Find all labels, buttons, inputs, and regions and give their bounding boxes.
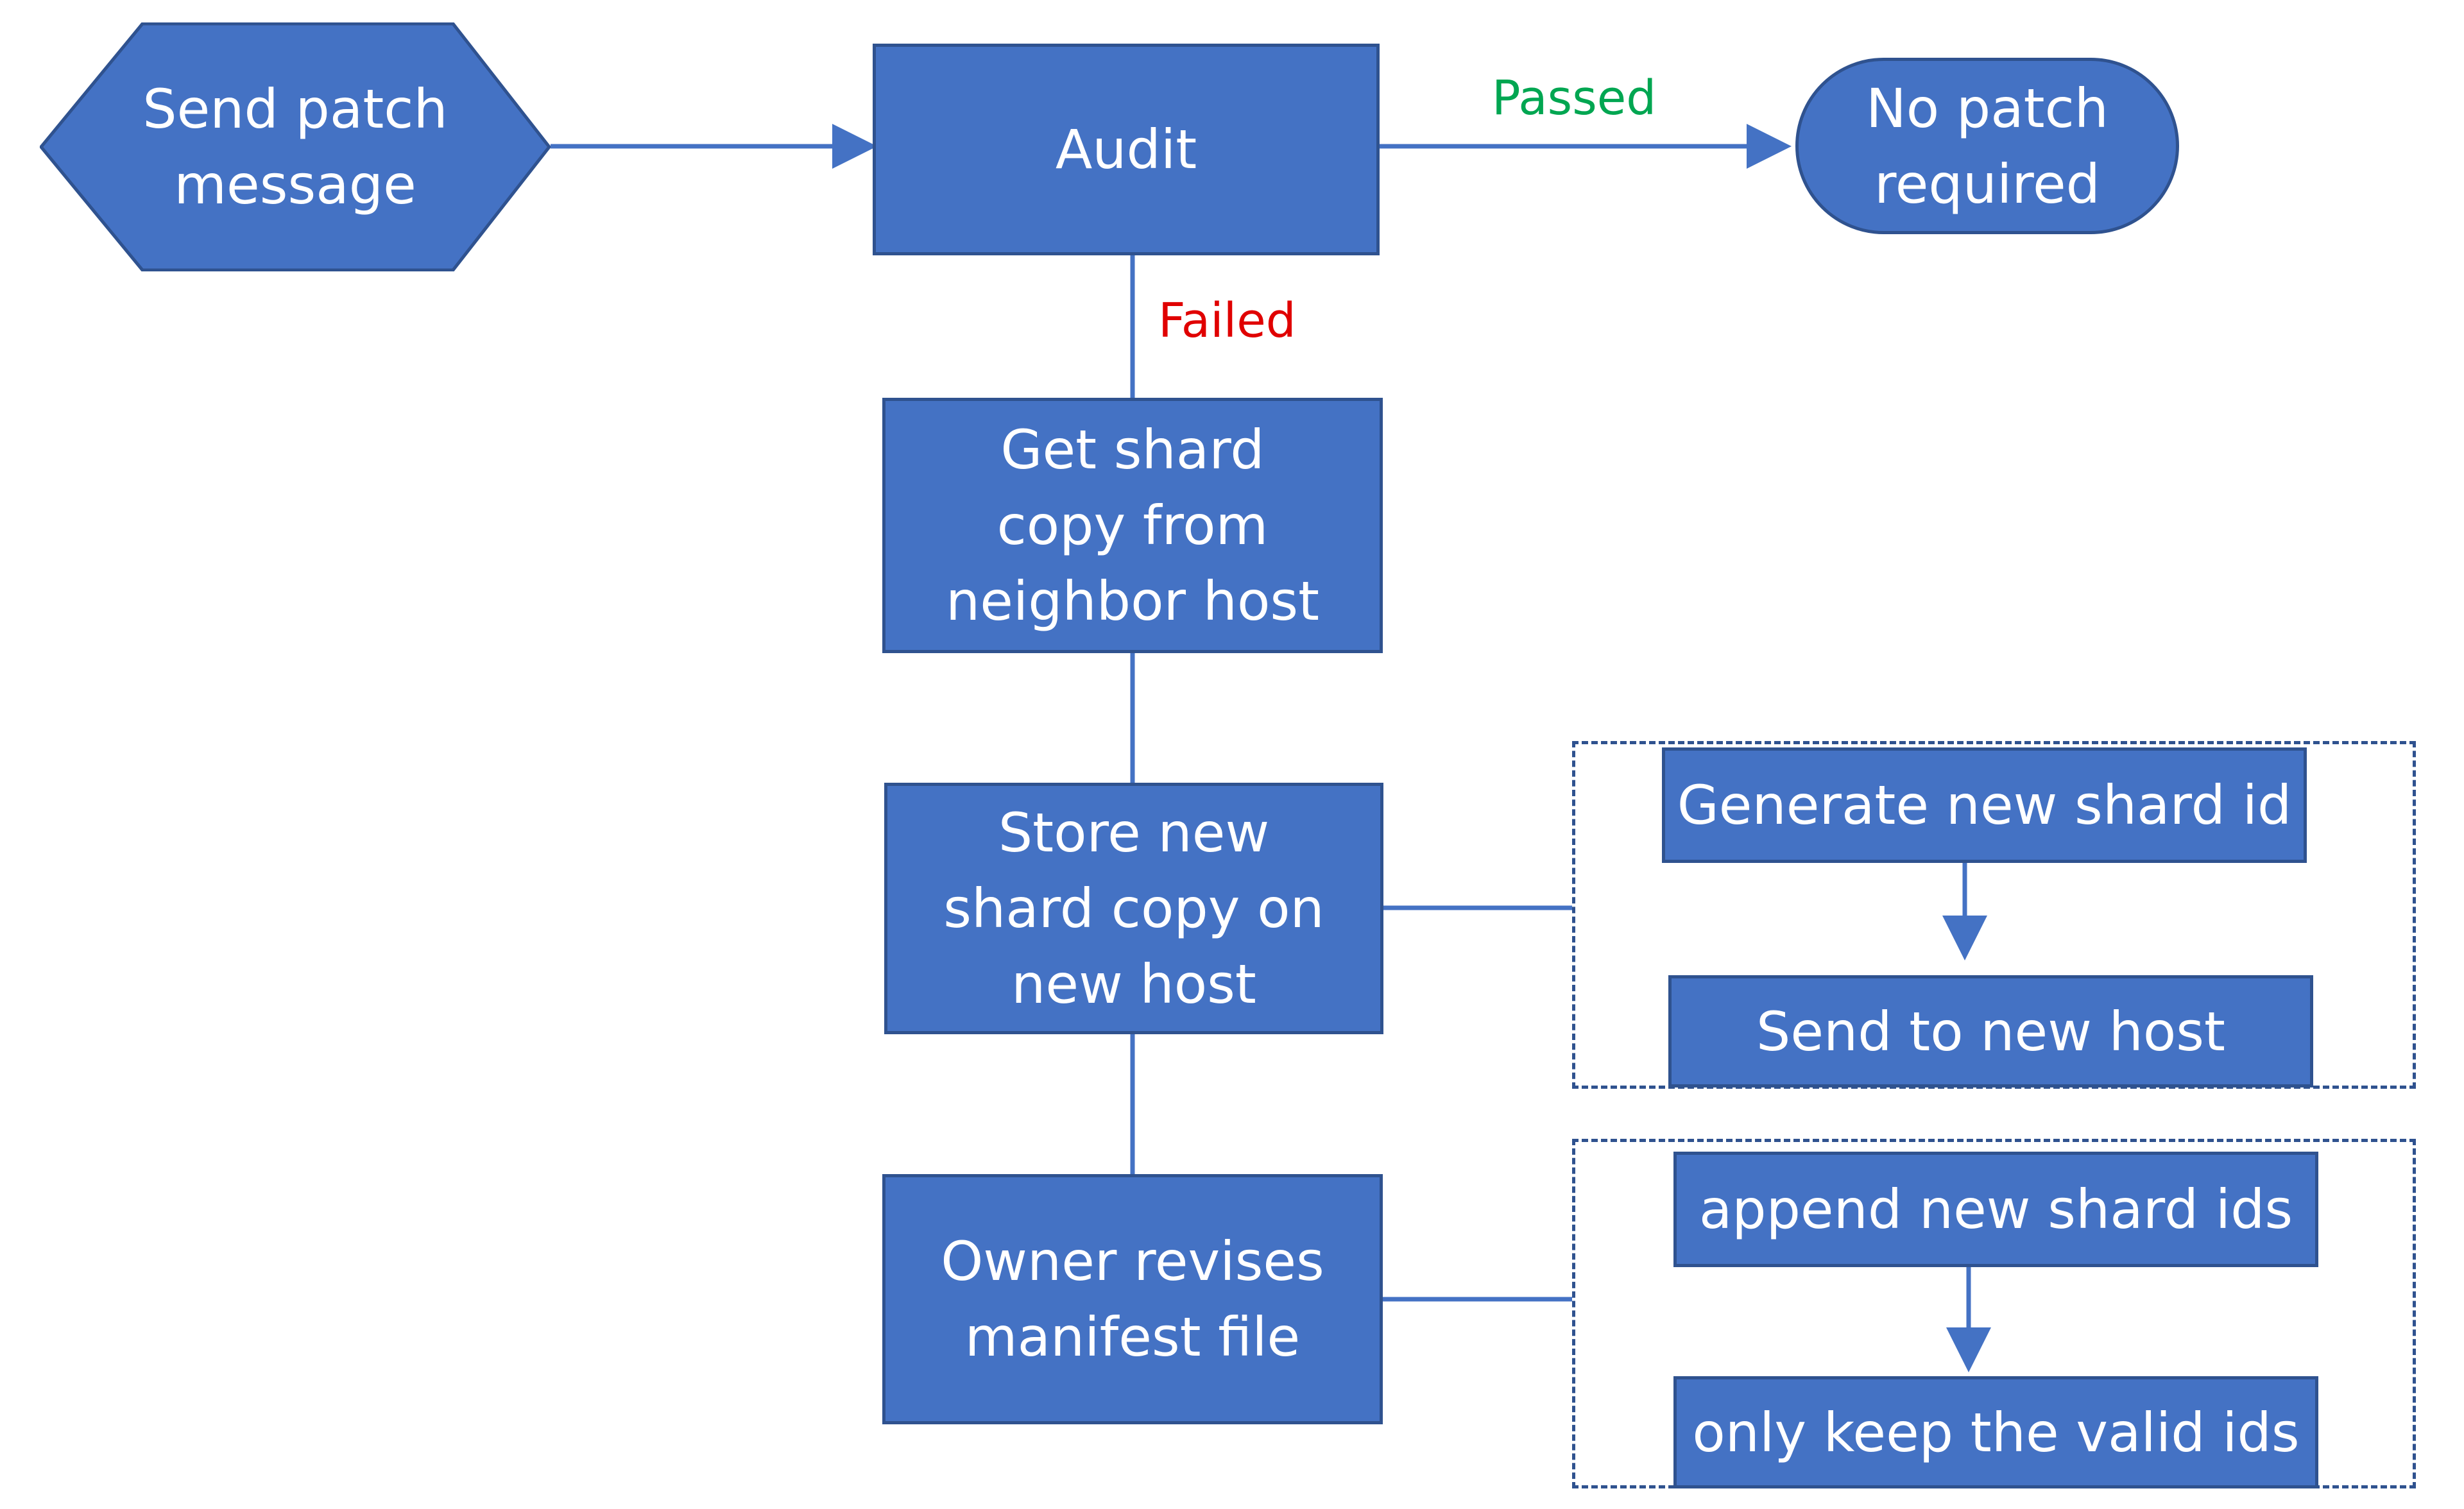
node-owner-revises-manifest: Owner revises manifest file xyxy=(882,1174,1383,1424)
node-send-patch-label: Send patch message xyxy=(142,78,448,216)
node-owner-revises-label: Owner revises manifest file xyxy=(941,1230,1324,1368)
node-get-shard-label: Get shard copy from neighbor host xyxy=(945,418,1320,633)
node-send-host-label: Send to new host xyxy=(1756,1000,2225,1063)
node-get-shard-copy: Get shard copy from neighbor host xyxy=(882,398,1383,653)
node-generate-label: Generate new shard id xyxy=(1677,774,2292,837)
node-append-shard-ids: append new shard ids xyxy=(1673,1152,2318,1267)
node-store-shard-copy: Store new shard copy on new host xyxy=(884,783,1383,1034)
node-send-to-new-host: Send to new host xyxy=(1668,975,2313,1087)
edge-label-passed: Passed xyxy=(1492,71,1657,126)
node-append-label: append new shard ids xyxy=(1698,1178,2293,1241)
node-no-patch-required: No patch required xyxy=(1795,58,2179,234)
node-audit-label: Audit xyxy=(1055,118,1197,181)
node-generate-shard-id: Generate new shard id xyxy=(1662,747,2307,863)
node-send-patch-message: Send patch message xyxy=(40,22,551,271)
edge-label-failed: Failed xyxy=(1158,293,1296,348)
hexagon-shape xyxy=(40,22,551,271)
node-store-shard-label: Store new shard copy on new host xyxy=(943,801,1324,1016)
node-audit: Audit xyxy=(873,44,1380,255)
node-no-patch-label: No patch required xyxy=(1865,76,2109,216)
node-keep-valid-ids: only keep the valid ids xyxy=(1673,1376,2318,1488)
node-keep-valid-label: only keep the valid ids xyxy=(1692,1401,2300,1464)
